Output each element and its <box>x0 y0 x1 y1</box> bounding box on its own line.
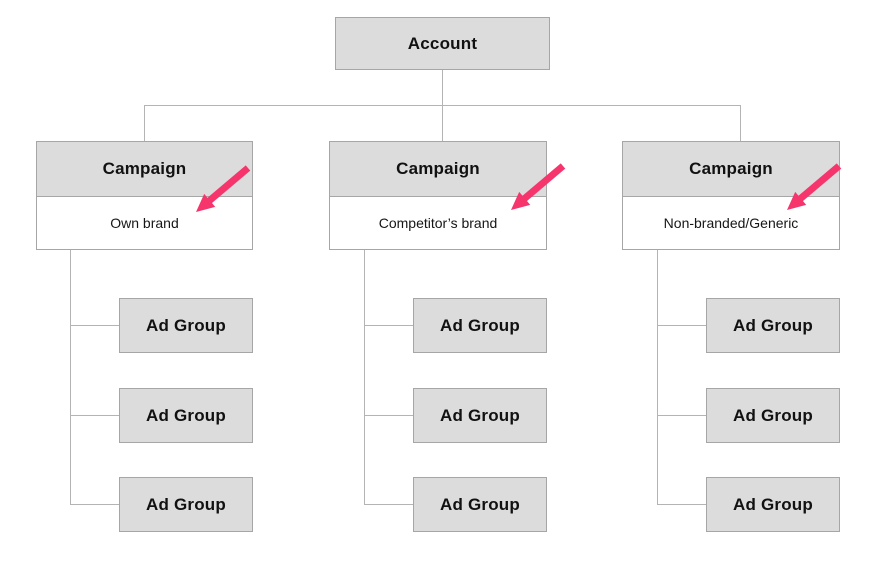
ad-group-box: Ad Group <box>706 298 840 353</box>
annotation-arrow-icon <box>511 163 566 210</box>
ad-group-box: Ad Group <box>119 388 253 443</box>
connector-line <box>70 250 71 504</box>
campaign-subtitle: Own brand <box>110 215 179 231</box>
ad-group-box: Ad Group <box>119 298 253 353</box>
campaign-title: Campaign <box>37 142 252 197</box>
campaign-box-own-brand: Campaign Own brand <box>36 141 253 250</box>
connector-line <box>144 105 145 141</box>
connector-line <box>442 70 443 105</box>
connector-line <box>70 504 119 505</box>
connector-line <box>364 504 413 505</box>
connector-line <box>70 325 119 326</box>
connector-line <box>442 105 443 141</box>
connector-line <box>364 415 413 416</box>
campaign-box-competitors-brand: Campaign Competitor’s brand <box>329 141 547 250</box>
ad-group-box: Ad Group <box>413 477 547 532</box>
campaign-title: Campaign <box>330 142 546 197</box>
connector-line <box>70 415 119 416</box>
connector-line <box>364 250 365 504</box>
connector-line <box>364 325 413 326</box>
ad-group-box: Ad Group <box>413 298 547 353</box>
ad-group-box: Ad Group <box>119 477 253 532</box>
connector-line <box>657 250 658 504</box>
campaign-title: Campaign <box>623 142 839 197</box>
annotation-arrow-icon <box>787 163 842 210</box>
campaign-subtitle: Non-branded/Generic <box>663 215 799 231</box>
annotation-arrow-icon <box>196 165 251 212</box>
connector-line <box>657 415 706 416</box>
ad-group-box: Ad Group <box>706 477 840 532</box>
connector-line <box>657 504 706 505</box>
account-box: Account <box>335 17 550 70</box>
ad-group-box: Ad Group <box>413 388 547 443</box>
connector-line <box>657 325 706 326</box>
ad-group-box: Ad Group <box>706 388 840 443</box>
campaign-subtitle: Competitor’s brand <box>378 215 498 231</box>
connector-line <box>740 105 741 141</box>
